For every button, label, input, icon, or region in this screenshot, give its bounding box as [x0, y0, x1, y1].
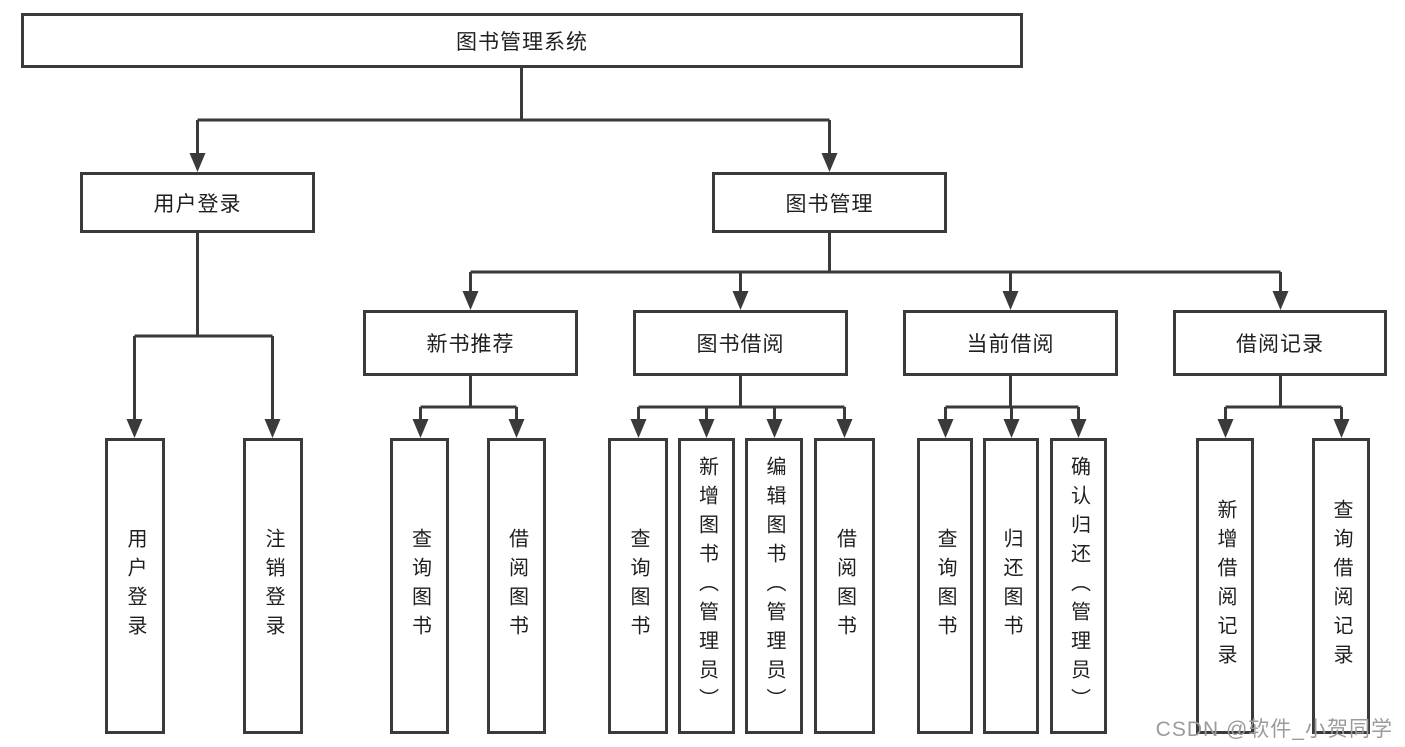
leaf-query-borrow-record: 查询借阅记录: [1312, 438, 1370, 734]
node-label: 图书借阅: [696, 333, 785, 356]
leaf-return-books: 归还图书: [983, 438, 1039, 734]
node-label: 查询图书: [627, 528, 649, 644]
node-current-borrowing: 当前借阅: [903, 310, 1118, 376]
node-label: 新书推荐: [426, 333, 515, 356]
node-label: 用户登录: [153, 192, 242, 216]
leaf-recommend-borrow-books: 借阅图书: [487, 438, 546, 734]
node-book-management: 图书管理: [712, 172, 947, 233]
node-user-login-branch: 用户登录: [80, 172, 315, 233]
node-label: 新增借阅记录: [1214, 499, 1236, 673]
node-label: 借阅图书: [505, 528, 528, 644]
node-label: 图书管理: [785, 192, 874, 216]
leaf-user-login: 用户登录: [105, 438, 165, 734]
leaf-current-query-books: 查询图书: [917, 438, 973, 734]
leaf-logout: 注销登录: [243, 438, 303, 734]
node-label: 查询借阅记录: [1330, 499, 1352, 673]
node-label: 借阅记录: [1236, 333, 1324, 356]
leaf-borrowing-query-books: 查询图书: [608, 438, 668, 734]
node-label: 查询图书: [934, 528, 956, 644]
node-book-borrowing: 图书借阅: [633, 310, 848, 376]
node-label: 归还图书: [1000, 528, 1022, 644]
leaf-recommend-query-books: 查询图书: [390, 438, 449, 734]
csdn-watermark: CSDN @软件_小贺同学: [1155, 718, 1393, 741]
leaf-add-borrow-record: 新增借阅记录: [1196, 438, 1254, 734]
node-label: 借阅图书: [833, 528, 856, 644]
node-label: 注销登录: [262, 528, 284, 644]
node-label: 编辑图书（管理员）: [763, 455, 785, 717]
node-label: 查询图书: [408, 528, 431, 644]
node-label: 新增图书（管理员）: [695, 455, 718, 717]
leaf-add-books-admin: 新增图书（管理员）: [678, 438, 735, 734]
node-borrowing-records: 借阅记录: [1173, 310, 1387, 376]
leaf-borrow-books: 借阅图书: [814, 438, 875, 734]
node-new-book-recommend: 新书推荐: [363, 310, 578, 376]
leaf-edit-books-admin: 编辑图书（管理员）: [745, 438, 803, 734]
leaf-confirm-return-admin: 确认归还（管理员）: [1050, 438, 1107, 734]
node-label: 用户登录: [124, 528, 146, 644]
node-label: 确认归还（管理员）: [1067, 455, 1090, 717]
node-label: 当前借阅: [966, 333, 1055, 356]
node-root-system: 图书管理系统: [21, 13, 1023, 68]
node-label: 图书管理系统: [456, 30, 588, 54]
